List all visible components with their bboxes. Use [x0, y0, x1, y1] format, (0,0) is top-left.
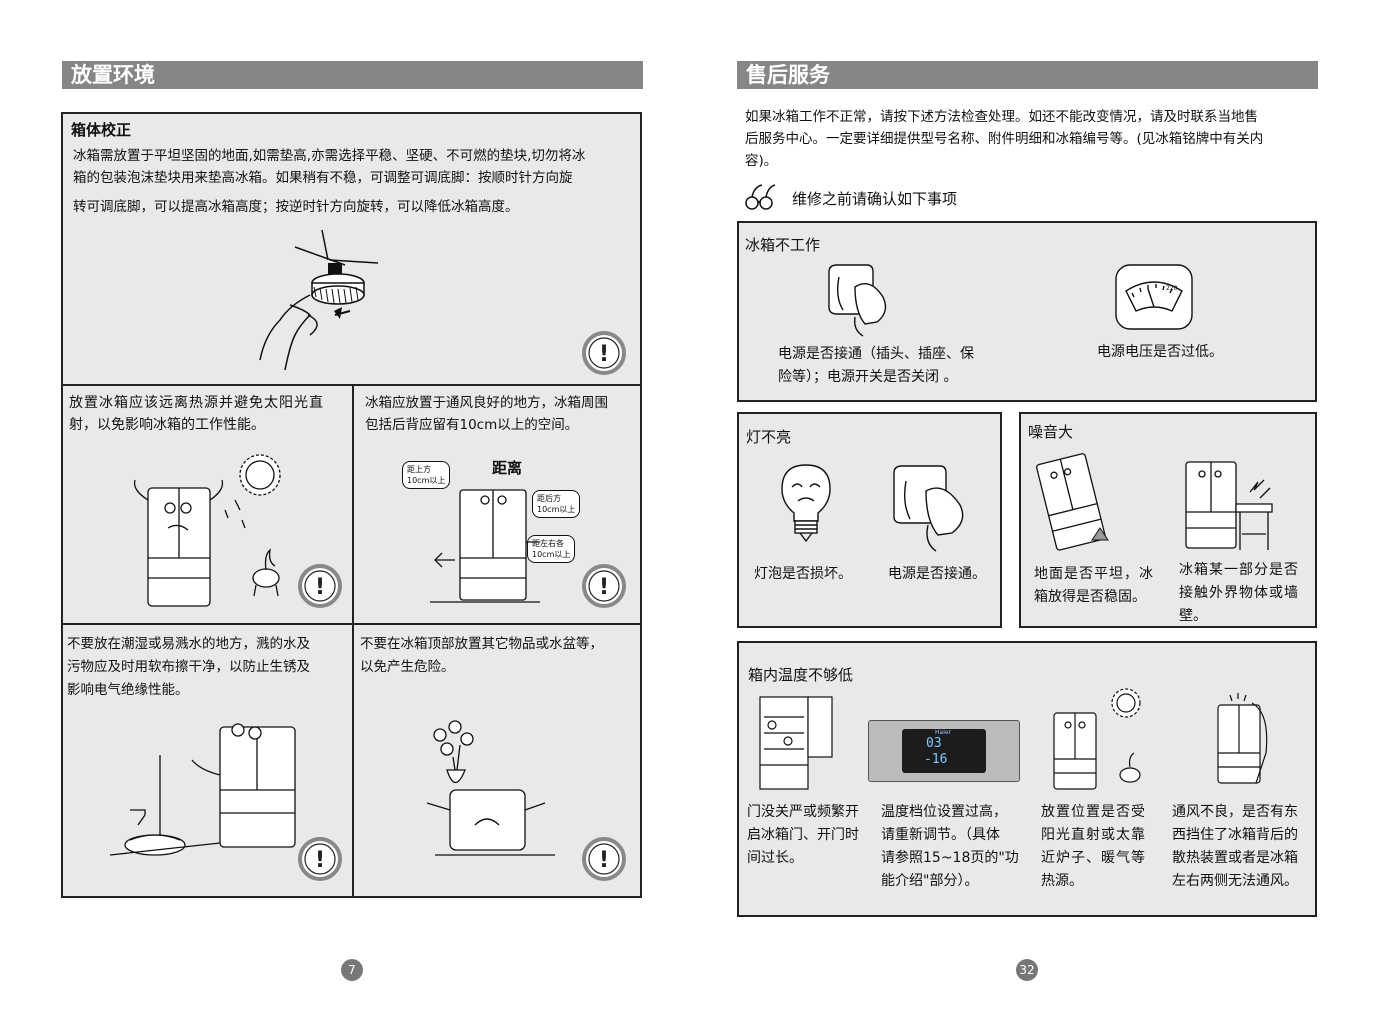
distance-side-label: 距左右各 10cm以上 [527, 535, 576, 563]
svg-text:!: ! [599, 342, 609, 367]
warning-icon-heat: ! [298, 564, 342, 608]
svg-text:!: ! [315, 848, 325, 873]
distance-figure-title: 距离 [492, 459, 523, 477]
intro-line-1: 如果冰箱工作不正常，请按下述方法检查处理。如还不能改变情况，请及时联系当地售 [745, 109, 1258, 125]
warning-icon-ventilation: ! [582, 564, 626, 608]
humid-line-2: 污物应及时用软布擦干净，以防止生锈及 [67, 659, 310, 675]
fridge-stool-icon [1185, 461, 1273, 550]
temp-position-line-1: 放置位置是否受 [1041, 804, 1146, 820]
warning-icon-top-items: ! [582, 837, 626, 881]
intro-line-2: 后服务中心。一定要详细提供型号名称、附件明细和冰箱编号等。(见冰箱铭牌中有关内 [745, 131, 1264, 147]
temperature-title: 箱内温度不够低 [748, 666, 854, 684]
glasses-icon [745, 184, 776, 210]
right-page-header: 售后服务 [737, 61, 1318, 89]
svg-text:!: ! [599, 575, 609, 600]
humid-line-1: 不要放在潮湿或易溅水的地方，溅的水及 [67, 636, 310, 652]
noise-title: 噪音大 [1028, 423, 1074, 441]
not-working-title: 冰箱不工作 [745, 236, 821, 254]
voltmeter-icon: 220 [1115, 264, 1193, 330]
noise-contact-line-1: 冰箱某一部分是否 [1179, 562, 1299, 578]
distance-back-line-1: 距后方 [537, 494, 561, 503]
temp-position-line-2: 阳光直射或太靠 [1041, 827, 1146, 843]
noise-contact-line-2: 接触外界物体或墙 [1179, 585, 1299, 601]
temp-position-line-3: 近炉子、暖气等 [1041, 850, 1146, 866]
fridge-water-illustration [109, 723, 296, 856]
warning-icon-humid: ! [298, 837, 342, 881]
not-working-voltage: 电源电压是否过低。 [1097, 344, 1223, 360]
distance-back-label: 距后方 10cm以上 [532, 490, 581, 518]
warning-icon-leveling: ! [582, 331, 626, 375]
top-items-line-2: 以免产生危险。 [360, 659, 455, 675]
temp-door-line-3: 间过长。 [747, 850, 803, 866]
open-fridge-icon [759, 696, 833, 790]
temp-door-line-1: 门没关严或频繁开 [747, 804, 859, 820]
leveling-title: 箱体校正 [71, 121, 132, 139]
light-power-text: 电源是否接通。 [888, 566, 986, 582]
grid-divider-vertical [352, 384, 354, 898]
left-page-header: 放置环境 [62, 61, 643, 89]
placement-grid [61, 384, 642, 898]
left-page-number: 7 [341, 959, 363, 981]
intro-line-3: 容)。 [745, 153, 778, 169]
temp-setting-line-1: 温度档位设置过高， [881, 804, 1007, 820]
leveling-line-1: 冰箱需放置于平坦坚固的地面,如需垫高,亦需选择平稳、坚硬、不可燃的垫块,切勿将冰 [73, 148, 586, 164]
panel-top-temp: 03 [926, 736, 942, 751]
svg-text:!: ! [315, 575, 325, 600]
tilted-fridge-icon [1036, 453, 1109, 551]
temp-setting-line-4: 能介绍"部分）。 [881, 873, 979, 889]
distance-top-label: 距上方 10cm以上 [402, 461, 451, 489]
not-working-power-line-2: 险等）；电源开关是否关闭 。 [778, 369, 958, 385]
humid-line-3: 影响电气绝缘性能。 [67, 682, 189, 698]
check-title: 维修之前请确认如下事项 [792, 190, 958, 208]
temp-airflow-line-2: 西挡住了冰箱背后的 [1172, 827, 1298, 843]
temp-door-line-2: 启冰箱门、开门时 [747, 827, 859, 843]
plug-icon [828, 264, 887, 337]
fridge-heat-illustration [133, 454, 281, 607]
distance-side-line-1: 距左右各 [532, 539, 564, 548]
svg-text:220: 220 [1166, 285, 1178, 292]
fridge-sun-icon [1053, 688, 1141, 790]
temp-setting-line-3: 请参照15~18页的"功 [881, 850, 1019, 866]
light-title: 灯不亮 [746, 428, 792, 446]
grid-divider-horizontal [61, 623, 642, 625]
control-panel-display: Haier 03 -16 [902, 729, 986, 773]
distance-side-line-2: 10cm以上 [532, 550, 571, 559]
temp-airflow-line-1: 通风不良，是否有东 [1172, 804, 1298, 820]
control-panel-illustration: Haier 03 -16 [868, 720, 1020, 782]
noise-floor-line-1: 地面是否平坦，冰 [1034, 566, 1154, 582]
heat-line-2: 射，以免影响冰箱的工作性能。 [69, 417, 265, 433]
panel-bottom-temp: -16 [924, 752, 948, 767]
right-page-number: 32 [1016, 959, 1038, 981]
svg-text:!: ! [599, 848, 609, 873]
ventilation-line-1: 冰箱应放置于通风良好的地方，冰箱周围 [365, 395, 608, 411]
bulb-icon [781, 464, 831, 543]
fridge-blanket-icon [1217, 693, 1268, 784]
noise-contact-line-3: 壁。 [1179, 608, 1207, 624]
top-items-line-1: 不要在冰箱顶部放置其它物品或水盆等， [360, 636, 603, 652]
panel-brand: Haier [935, 729, 952, 736]
plug-icon-light [893, 465, 964, 552]
heat-line-1: 放置冰箱应该远离热源并避免太阳光直 [69, 395, 324, 411]
adjustable-foot-illustration [259, 229, 379, 371]
ventilation-line-2: 包括后背应留有10cm以上的空间。 [365, 417, 579, 433]
temp-airflow-line-4: 左右两侧无法通风。 [1172, 873, 1298, 889]
light-bulb-text: 灯泡是否损坏。 [754, 566, 852, 582]
leveling-line-3: 转可调底脚，可以提高冰箱高度；按逆时针方向旋转，可以降低冰箱高度。 [73, 199, 519, 215]
temp-position-line-4: 热源。 [1041, 873, 1083, 889]
temp-setting-line-2: 请重新调节。（具体 [881, 827, 1000, 843]
temp-airflow-line-3: 散热装置或者是冰箱 [1172, 850, 1298, 866]
distance-back-line-2: 10cm以上 [537, 505, 576, 514]
distance-top-line-2: 10cm以上 [407, 476, 446, 485]
distance-top-line-1: 距上方 [407, 465, 431, 474]
fridge-clearance-illustration [430, 489, 540, 603]
noise-floor-line-2: 箱放得是否稳固。 [1034, 589, 1146, 605]
fridge-vase-illustration [426, 720, 555, 856]
leveling-line-2: 箱的包装泡沫垫块用来垫高冰箱。如果稍有不稳，可调整可调底脚：按顺时针方向旋 [73, 170, 573, 186]
not-working-power-line-1: 电源是否接通（插头、插座、保 [778, 346, 974, 362]
leveling-section [61, 112, 642, 386]
